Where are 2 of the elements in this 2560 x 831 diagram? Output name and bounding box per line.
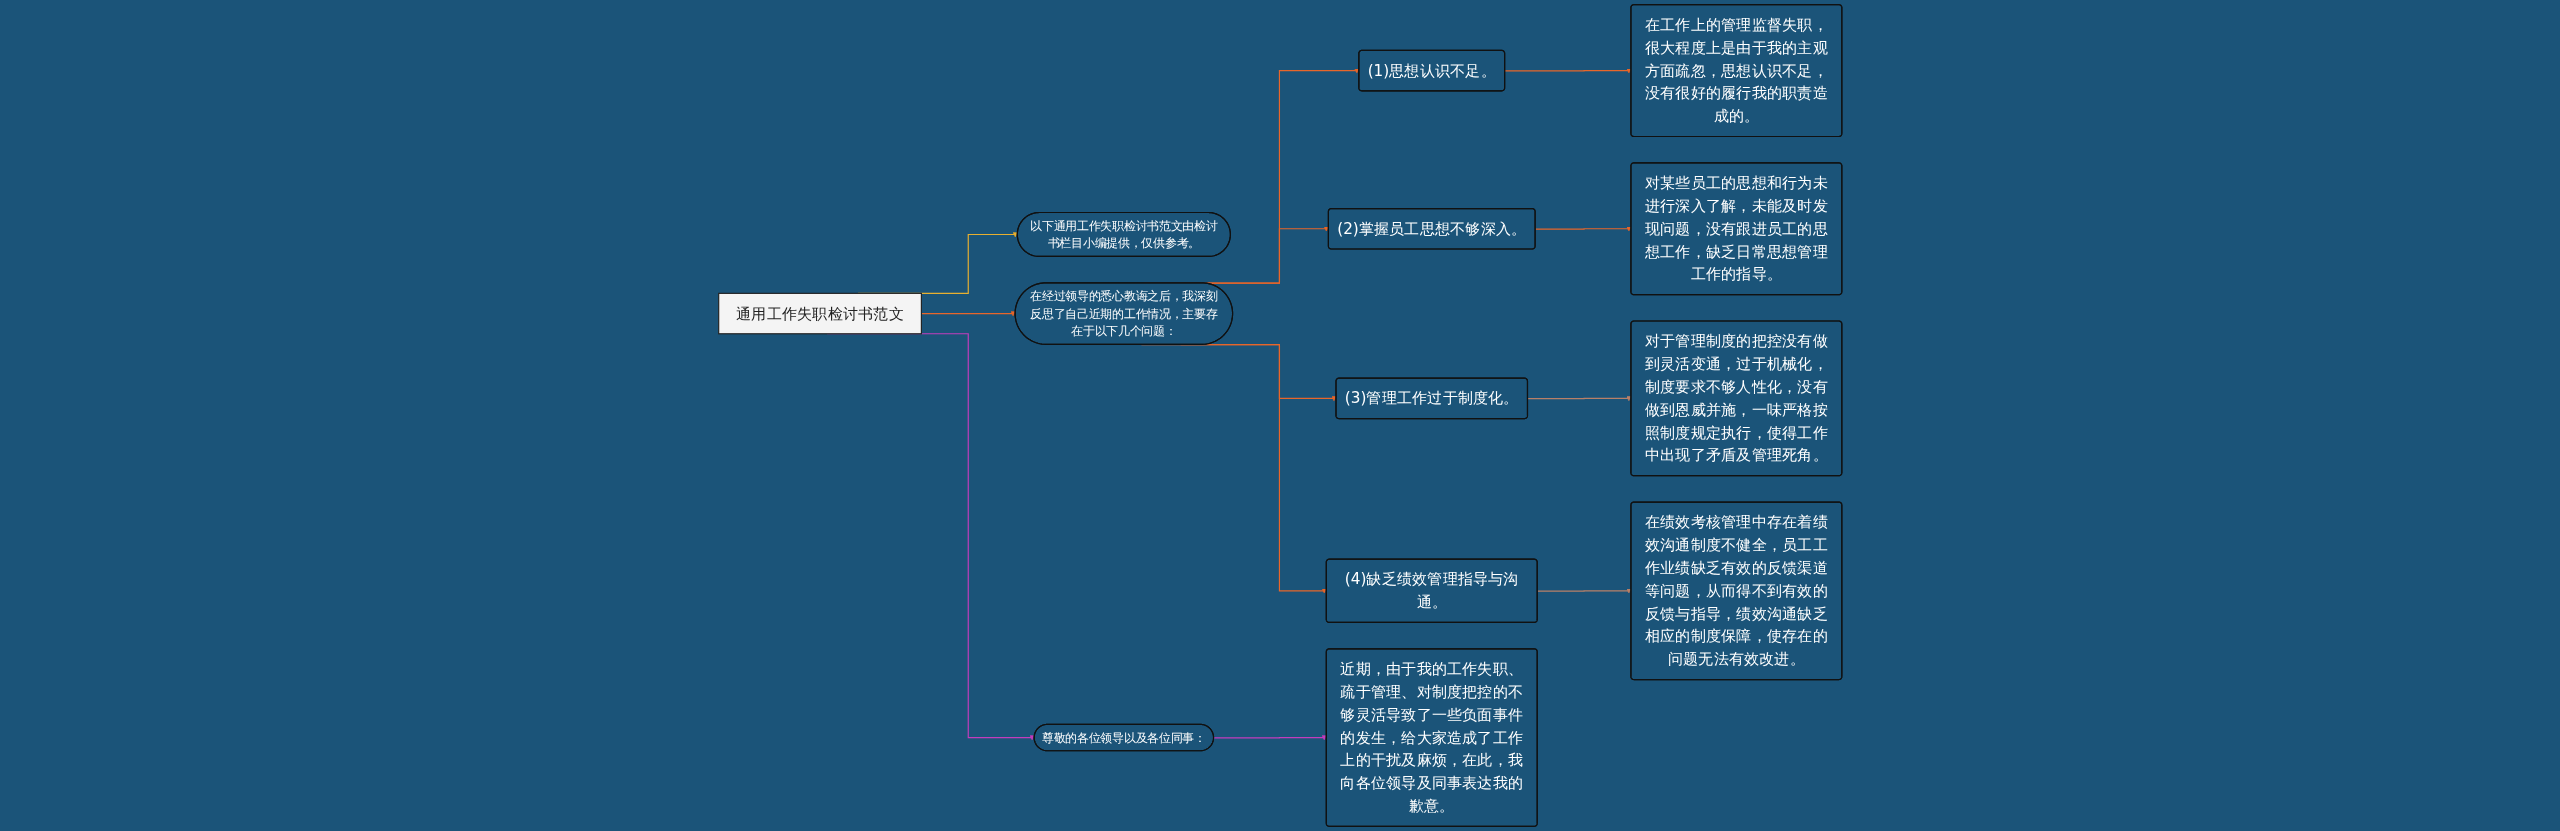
node-box: 通用工作失职检讨书范文	[717, 292, 922, 335]
arrow	[1213, 735, 1327, 741]
